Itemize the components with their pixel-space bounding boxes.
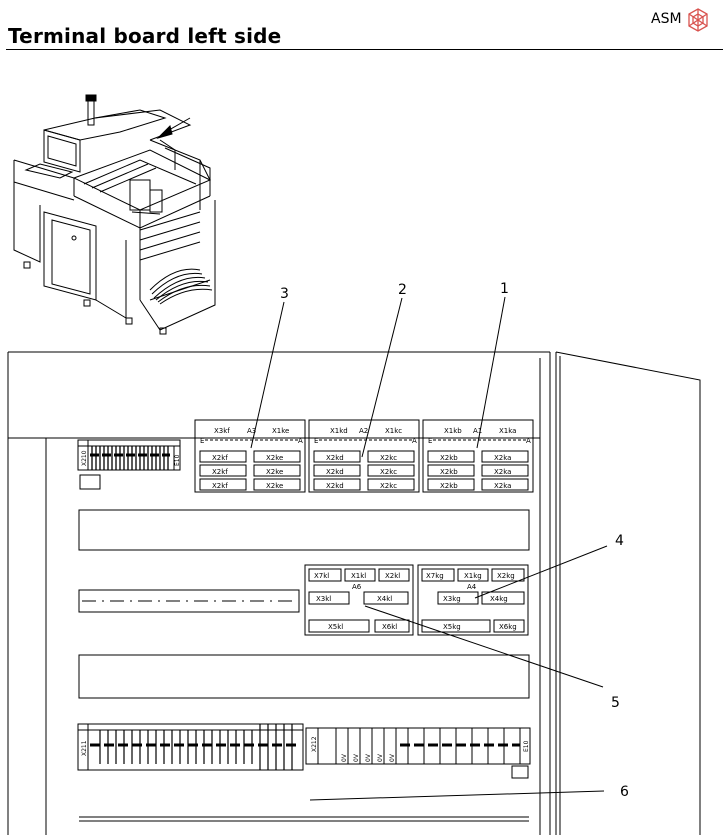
terminal-end-label: A [298,437,303,445]
terminal-label: X2kf [212,468,228,476]
callout-number-1: 1 [500,281,509,297]
terminal-label: X2kl [385,572,400,580]
module-a6-frame [304,564,414,636]
cabinet-outline [7,351,701,835]
terminal-label: X2kc [380,468,397,476]
callout-leaders [250,296,608,801]
terminal-label: X2kg [497,572,515,580]
callout-number-2: 2 [398,282,407,298]
terminal-label: X4kl [377,595,392,603]
terminal-strip-x212 [305,727,531,779]
strip-label-x212: X212 [311,736,318,752]
brand-logo-text: ASM [651,11,682,27]
terminal-label: X2ke [266,482,283,490]
cable-ducts [78,509,530,822]
page-header: Terminal board left side ASM [0,0,723,52]
terminal-label: X5kg [443,623,461,631]
terminal-label: X2kd [326,482,344,490]
strip-label-0v: 0V [365,753,372,762]
page-title: Terminal board left side [8,24,282,48]
terminal-end-label: E [200,437,204,445]
module-a1-frame [422,419,534,493]
terminal-end-label: E [428,437,432,445]
terminal-strip-x211 [77,723,304,771]
module-label-a6: A6 [352,583,362,591]
module-label-a1: A1 [473,427,482,435]
callout-number-6: 6 [620,784,629,800]
module-label-a2: A2 [359,427,368,435]
terminal-label: X2kf [212,454,228,462]
terminal-end-label: E [314,437,318,445]
terminal-label: X2kc [380,454,397,462]
terminal-strip-x210 [77,439,181,490]
terminal-label: X6kl [382,623,397,631]
terminal-label: X7kg [426,572,444,580]
strip-label-x210: X210 [81,450,88,466]
terminal-label: X3kl [316,595,331,603]
callout-number-5: 5 [611,695,620,711]
terminal-label: X7kl [314,572,329,580]
terminal-label: X2ke [266,454,283,462]
terminal-label: X2ka [494,454,511,462]
terminal-label: X2kd [326,454,344,462]
asm-logo-icon [688,8,708,32]
terminal-end-label: A [412,437,417,445]
strip-label-0v: 0V [389,753,396,762]
module-a2-frame [308,419,420,493]
module-a3-frame [194,419,306,493]
strip-label-0v: 0V [341,753,348,762]
strip-label-e10: E10 [174,454,181,466]
header-rule [6,49,723,50]
terminal-label: X1kg [464,572,482,580]
strip-label-x211: X211 [81,740,88,756]
machine-overview-sketch [13,94,216,335]
terminal-label: X2ke [266,468,283,476]
terminal-label: X1kc [385,427,402,435]
terminal-label: X1kb [444,427,462,435]
terminal-label: X1kl [351,572,366,580]
terminal-label: X2ka [494,468,511,476]
terminal-label: X6kg [499,623,517,631]
strip-label-0v: 0V [353,753,360,762]
terminal-label: X2ka [494,482,511,490]
terminal-label: X2kb [440,454,458,462]
terminal-label: X2kb [440,482,458,490]
strip-label-e10b: E10 [523,740,530,752]
module-label-a4: A4 [467,583,477,591]
terminal-label: X1ka [499,427,516,435]
strip-label-0v: 0V [377,753,384,762]
module-label-a3: A3 [247,427,256,435]
callout-number-3: 3 [280,286,289,302]
callout-number-4: 4 [615,533,624,549]
terminal-label: X3kf [214,427,230,435]
terminal-label: X2kf [212,482,228,490]
terminal-label: X1ke [272,427,289,435]
terminal-label: X5kl [328,623,343,631]
terminal-end-label: A [526,437,531,445]
terminal-label: X2kb [440,468,458,476]
terminal-label: X2kc [380,482,397,490]
terminal-label: X1kd [330,427,348,435]
module-a4-frame [417,564,529,636]
terminal-label: X2kd [326,468,344,476]
terminal-label: X3kg [443,595,461,603]
terminal-label: X4kg [490,595,508,603]
